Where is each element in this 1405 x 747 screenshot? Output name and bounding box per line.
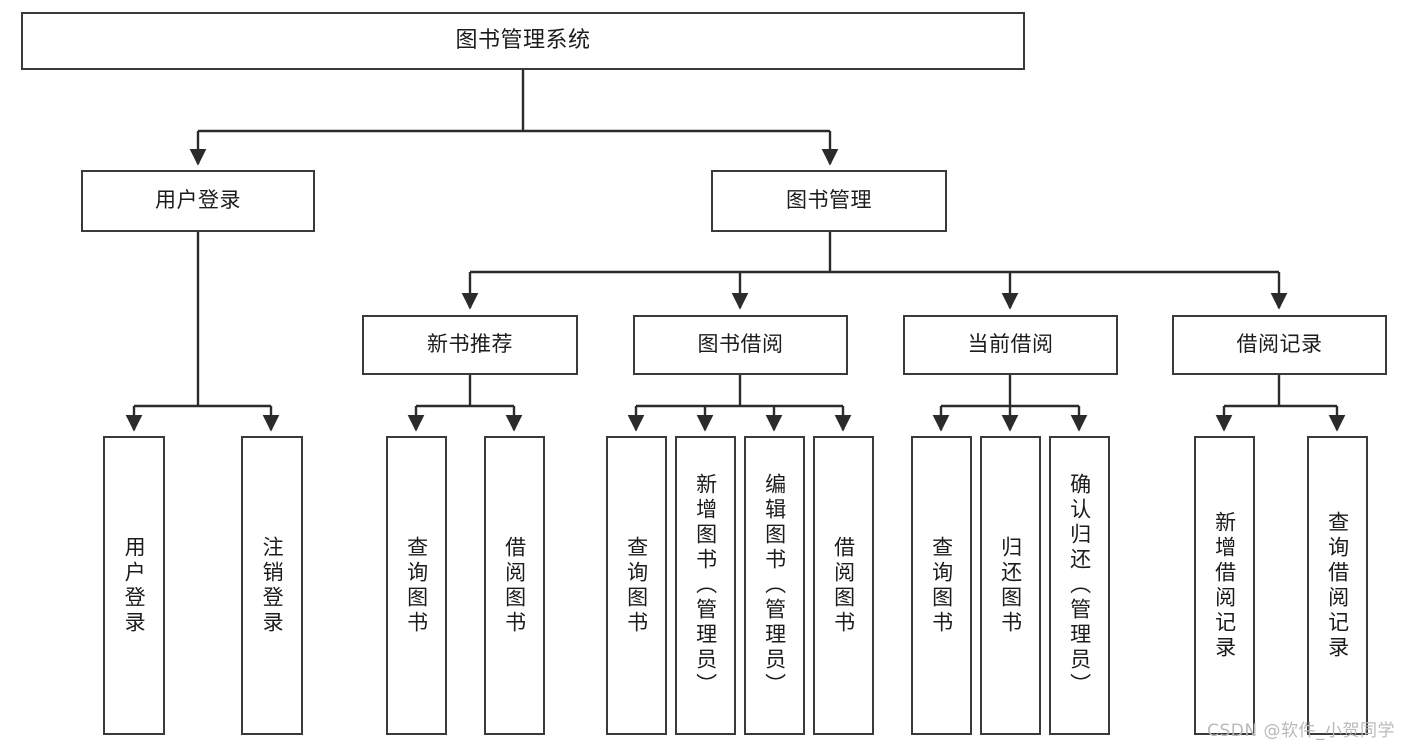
node-label: 新增借阅记录	[1212, 510, 1237, 661]
node-leaf-edit-book[interactable]: 编辑图书（管理员）	[744, 436, 805, 735]
node-label: 确认归还（管理员）	[1067, 473, 1092, 698]
node-leaf-user-logout[interactable]: 注销登录	[241, 436, 303, 735]
node-label: 借阅记录	[1236, 332, 1323, 357]
node-label: 图书管理系统	[455, 27, 591, 53]
node-label: 借阅图书	[831, 535, 856, 636]
node-leaf-add-record[interactable]: 新增借阅记录	[1194, 436, 1255, 735]
node-leaf-query-record[interactable]: 查询借阅记录	[1307, 436, 1368, 735]
node-label: 查询图书	[404, 535, 429, 636]
node-label: 编辑图书（管理员）	[762, 473, 787, 698]
node-label: 新书推荐	[427, 332, 513, 357]
node-label: 图书管理	[786, 188, 872, 213]
node-book-manage[interactable]: 图书管理	[711, 170, 947, 232]
node-label: 当前借阅	[967, 332, 1054, 357]
node-leaf-borrow-book-2[interactable]: 借阅图书	[813, 436, 874, 735]
node-user-login[interactable]: 用户登录	[81, 170, 315, 232]
node-leaf-query-book-1[interactable]: 查询图书	[386, 436, 447, 735]
node-label: 用户登录	[122, 535, 147, 636]
node-label: 查询图书	[624, 535, 649, 636]
node-label: 归还图书	[998, 535, 1023, 636]
node-label: 注销登录	[260, 535, 285, 636]
node-label: 用户登录	[155, 188, 241, 213]
node-leaf-confirm-return[interactable]: 确认归还（管理员）	[1049, 436, 1110, 735]
node-label: 图书借阅	[697, 332, 784, 357]
node-root-system[interactable]: 图书管理系统	[21, 12, 1025, 70]
node-label: 新增图书（管理员）	[693, 473, 718, 698]
node-leaf-user-login[interactable]: 用户登录	[103, 436, 165, 735]
node-borrow-record[interactable]: 借阅记录	[1172, 315, 1387, 375]
node-current-borrow[interactable]: 当前借阅	[903, 315, 1118, 375]
node-leaf-add-book[interactable]: 新增图书（管理员）	[675, 436, 736, 735]
node-label: 查询图书	[929, 535, 954, 636]
node-label: 借阅图书	[502, 535, 527, 636]
node-new-book-recommend[interactable]: 新书推荐	[362, 315, 578, 375]
node-book-borrow[interactable]: 图书借阅	[633, 315, 848, 375]
node-leaf-borrow-book-1[interactable]: 借阅图书	[484, 436, 545, 735]
csdn-watermark: CSDN @软件_小贺同学	[1207, 721, 1395, 741]
node-label: 查询借阅记录	[1325, 510, 1350, 661]
node-leaf-return-book[interactable]: 归还图书	[980, 436, 1041, 735]
node-leaf-query-book-3[interactable]: 查询图书	[911, 436, 972, 735]
node-leaf-query-book-2[interactable]: 查询图书	[606, 436, 667, 735]
